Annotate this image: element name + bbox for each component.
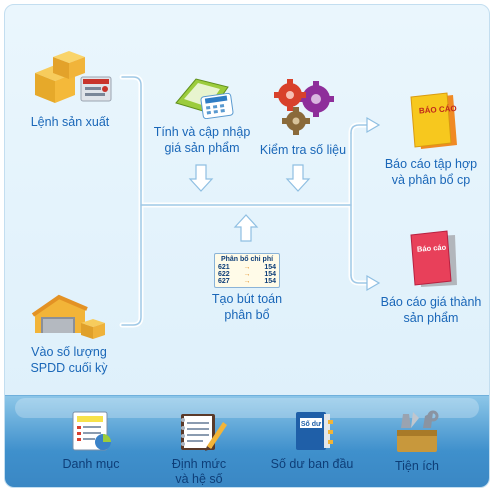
wip-quantity-label-2: SPDD cuối kỳ: [30, 361, 108, 375]
report-summary-label-2: và phân bổ cp: [391, 173, 471, 187]
allocation-row: 621 → 154: [218, 264, 276, 271]
catalog-icon: [72, 411, 111, 451]
report-summary-node[interactable]: BÁO CÁO Báo cáo tập hợp và phân bổ cp: [373, 91, 489, 188]
check-data-label: Kiểm tra số liệu: [259, 143, 347, 157]
norms-button[interactable]: Định mức và hệ số: [149, 410, 249, 487]
notebook-icon: [181, 414, 227, 451]
opening-balance-label: Số dư ban đầu: [270, 457, 354, 471]
workflow-panel: Lệnh sản xuất Tính và cập nhập giá sản p…: [4, 4, 490, 488]
allocation-row-debit: 622: [218, 271, 230, 278]
toolbox-icon: [397, 410, 439, 452]
allocation-entry-label-2: phân bổ: [224, 308, 270, 322]
allocation-row: 627 → 154: [218, 278, 276, 285]
report-red-text: Báo cáo: [417, 243, 447, 254]
arrow-down-right-icon: [285, 164, 311, 192]
arrow-up-icon: [233, 214, 259, 242]
allocation-row: 622 → 154: [218, 271, 276, 278]
allocation-sheet-icon: Phân bổ chi phí 621 → 154 622 → 154 627 …: [214, 253, 280, 288]
arrow-right-bottom-icon: [366, 274, 381, 292]
report-cost-node[interactable]: Báo cáo Báo cáo giá thành sản phẩm: [373, 229, 489, 326]
report-cost-label-2: sản phẩm: [403, 311, 459, 325]
production-order-node[interactable]: Lệnh sản xuất: [15, 43, 125, 130]
allocation-row-debit: 621: [218, 264, 230, 271]
allocation-entry-node[interactable]: Phân bổ chi phí 621 → 154 622 → 154 627 …: [195, 253, 299, 323]
report-cost-label-1: Báo cáo giá thành: [380, 295, 482, 309]
utilities-label: Tiện ích: [394, 459, 439, 473]
catalog-button[interactable]: Danh mục: [41, 410, 141, 472]
balance-book-text: Số dư: [301, 420, 322, 428]
boxes-icon: [35, 51, 112, 103]
flow-lines: [119, 74, 381, 328]
check-data-node[interactable]: Kiểm tra số liệu: [251, 77, 355, 158]
calculator-icon: [175, 78, 234, 120]
opening-balance-button[interactable]: Số dư Số dư ban đầu: [257, 410, 367, 472]
allocation-row-credit: 154: [264, 271, 276, 278]
warehouse-icon: [31, 294, 105, 339]
wip-quantity-node[interactable]: Vào số lượng SPDD cuối kỳ: [13, 289, 125, 376]
calculate-price-label-2: giá sản phẩm: [164, 141, 240, 155]
allocation-row-credit: 154: [264, 278, 276, 285]
calculate-price-node[interactable]: Tính và cập nhập giá sản phẩm: [147, 73, 257, 156]
arrow-down-left-icon: [188, 164, 214, 192]
allocation-row-credit: 154: [264, 264, 276, 271]
calculate-price-label-1: Tính và cập nhập: [153, 125, 251, 139]
report-yellow-text: BÁO CÁO: [419, 104, 457, 116]
allocation-sheet-title: Phân bổ chi phí: [220, 256, 274, 263]
report-summary-label-1: Báo cáo tập hợp: [384, 157, 478, 171]
yellow-report-icon: BÁO CÁO: [410, 92, 457, 149]
arrow-right-top-icon: [366, 116, 381, 134]
catalog-label: Danh mục: [62, 457, 120, 471]
norms-label-1: Định mức: [171, 457, 227, 471]
allocation-entry-label-1: Tạo bút toán: [211, 292, 283, 306]
gears-icon: [274, 79, 334, 135]
red-report-icon: Báo cáo: [410, 230, 457, 287]
balance-book-icon: Số dư: [296, 412, 333, 450]
allocation-row-debit: 627: [218, 278, 230, 285]
utilities-button[interactable]: Tiện ích: [367, 410, 467, 474]
wip-quantity-label-1: Vào số lượng: [31, 345, 107, 359]
norms-label-2: và hệ số: [175, 472, 223, 486]
production-order-label: Lệnh sản xuất: [30, 115, 110, 129]
